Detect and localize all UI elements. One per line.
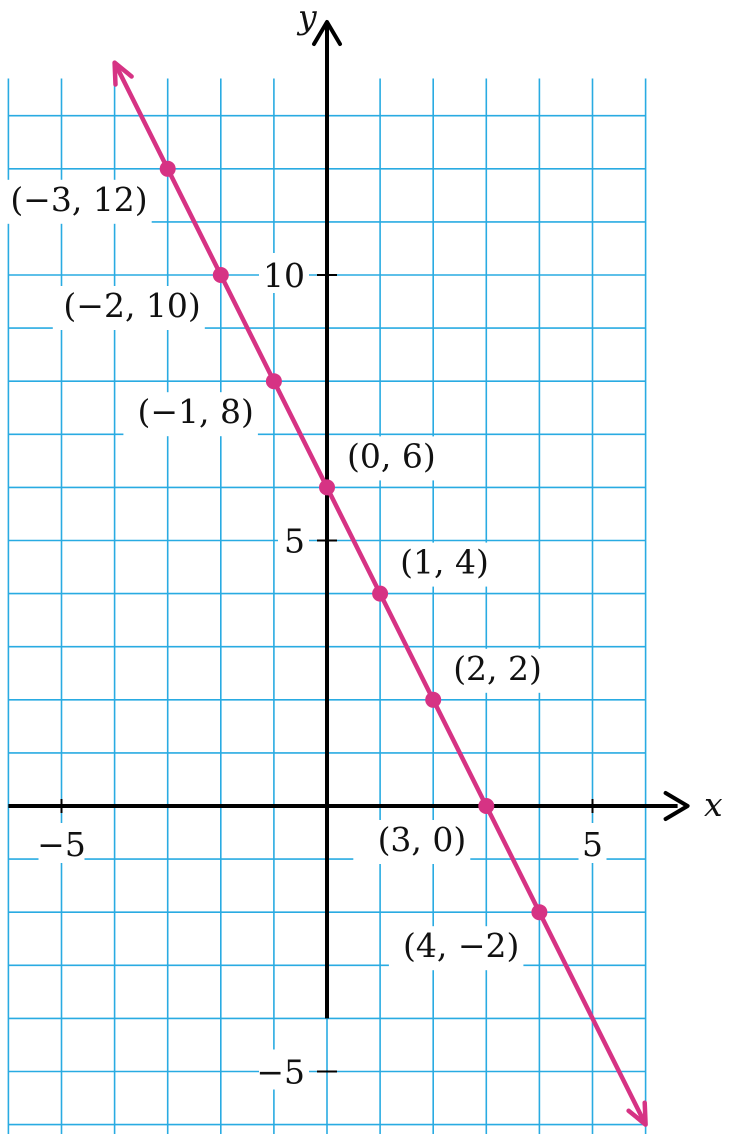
x-axis-arrow-icon	[663, 791, 690, 821]
x-tick-label: −5	[37, 825, 86, 864]
point-label: (3, 0)	[378, 820, 467, 859]
data-point	[319, 479, 335, 496]
ticks: −5 5 10 5 −5	[37, 253, 607, 1092]
y-tick-label-bg	[259, 1049, 309, 1090]
y-axis-label: y	[296, 0, 317, 36]
point-label-bg	[388, 926, 524, 971]
point-label: (−2, 10)	[63, 286, 200, 325]
y-tick-label: 10	[263, 256, 305, 295]
point-label: (4, −2)	[403, 926, 519, 965]
data-point	[265, 373, 282, 390]
point-label-bg	[0, 179, 152, 224]
point-label: (−1, 8)	[138, 392, 254, 431]
point-label-bg	[449, 648, 567, 693]
x-tick-label: 5	[582, 825, 603, 864]
point-label-bg	[52, 286, 205, 330]
x-axis-label: x	[704, 785, 723, 824]
data-point	[478, 798, 495, 814]
y-tick-label: 5	[284, 522, 305, 561]
data-point	[531, 904, 548, 921]
data-point	[159, 160, 176, 177]
point-label-bg	[396, 542, 514, 587]
point-label: (0, 6)	[347, 436, 436, 475]
y-axis-arrow-icon	[312, 20, 342, 46]
x-tick-label-bg	[38, 823, 85, 863]
y-tick-label-bg	[259, 253, 309, 293]
line-arrow-start-icon	[112, 60, 134, 87]
point-label: (1, 4)	[400, 543, 489, 582]
point-label: (−3, 12)	[10, 180, 147, 219]
y-tick-label-bg	[278, 518, 309, 559]
point-label-bg	[123, 392, 258, 437]
point-label: (2, 2)	[453, 649, 542, 688]
point-label-bg	[353, 820, 471, 864]
point-labels: (−3, 12) (−2, 10) (−1, 8) (0, 6) (1, 4) (2, 2…	[0, 179, 567, 971]
x-tick-label-bg	[578, 823, 607, 863]
line-arrow-end-icon	[626, 1100, 648, 1127]
data-point	[212, 267, 229, 283]
y-tick-label: −5	[256, 1053, 305, 1092]
data-point	[372, 585, 389, 602]
data-point	[425, 691, 442, 708]
point-label-bg	[343, 436, 460, 481]
data-points	[159, 160, 548, 921]
